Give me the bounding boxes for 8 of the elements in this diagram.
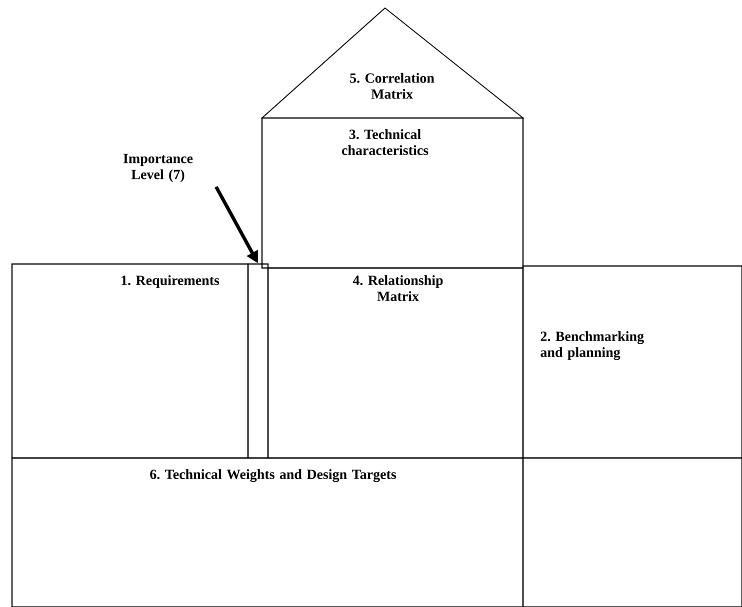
matrix-section: 1. Requirements: [11, 263, 249, 459]
matrix-section: [522, 457, 742, 607]
matrix-section: 4. Relationship Matrix: [267, 267, 524, 459]
matrix-section: 6. Technical Weights and Design Targets: [11, 457, 524, 607]
importance-column: [247, 263, 269, 459]
callout-label: Importance Level (7): [123, 154, 193, 182]
matrix-section: 2. Benchmarking and planning: [522, 265, 742, 459]
matrix-section: 3. Technical characteristics: [261, 117, 524, 269]
